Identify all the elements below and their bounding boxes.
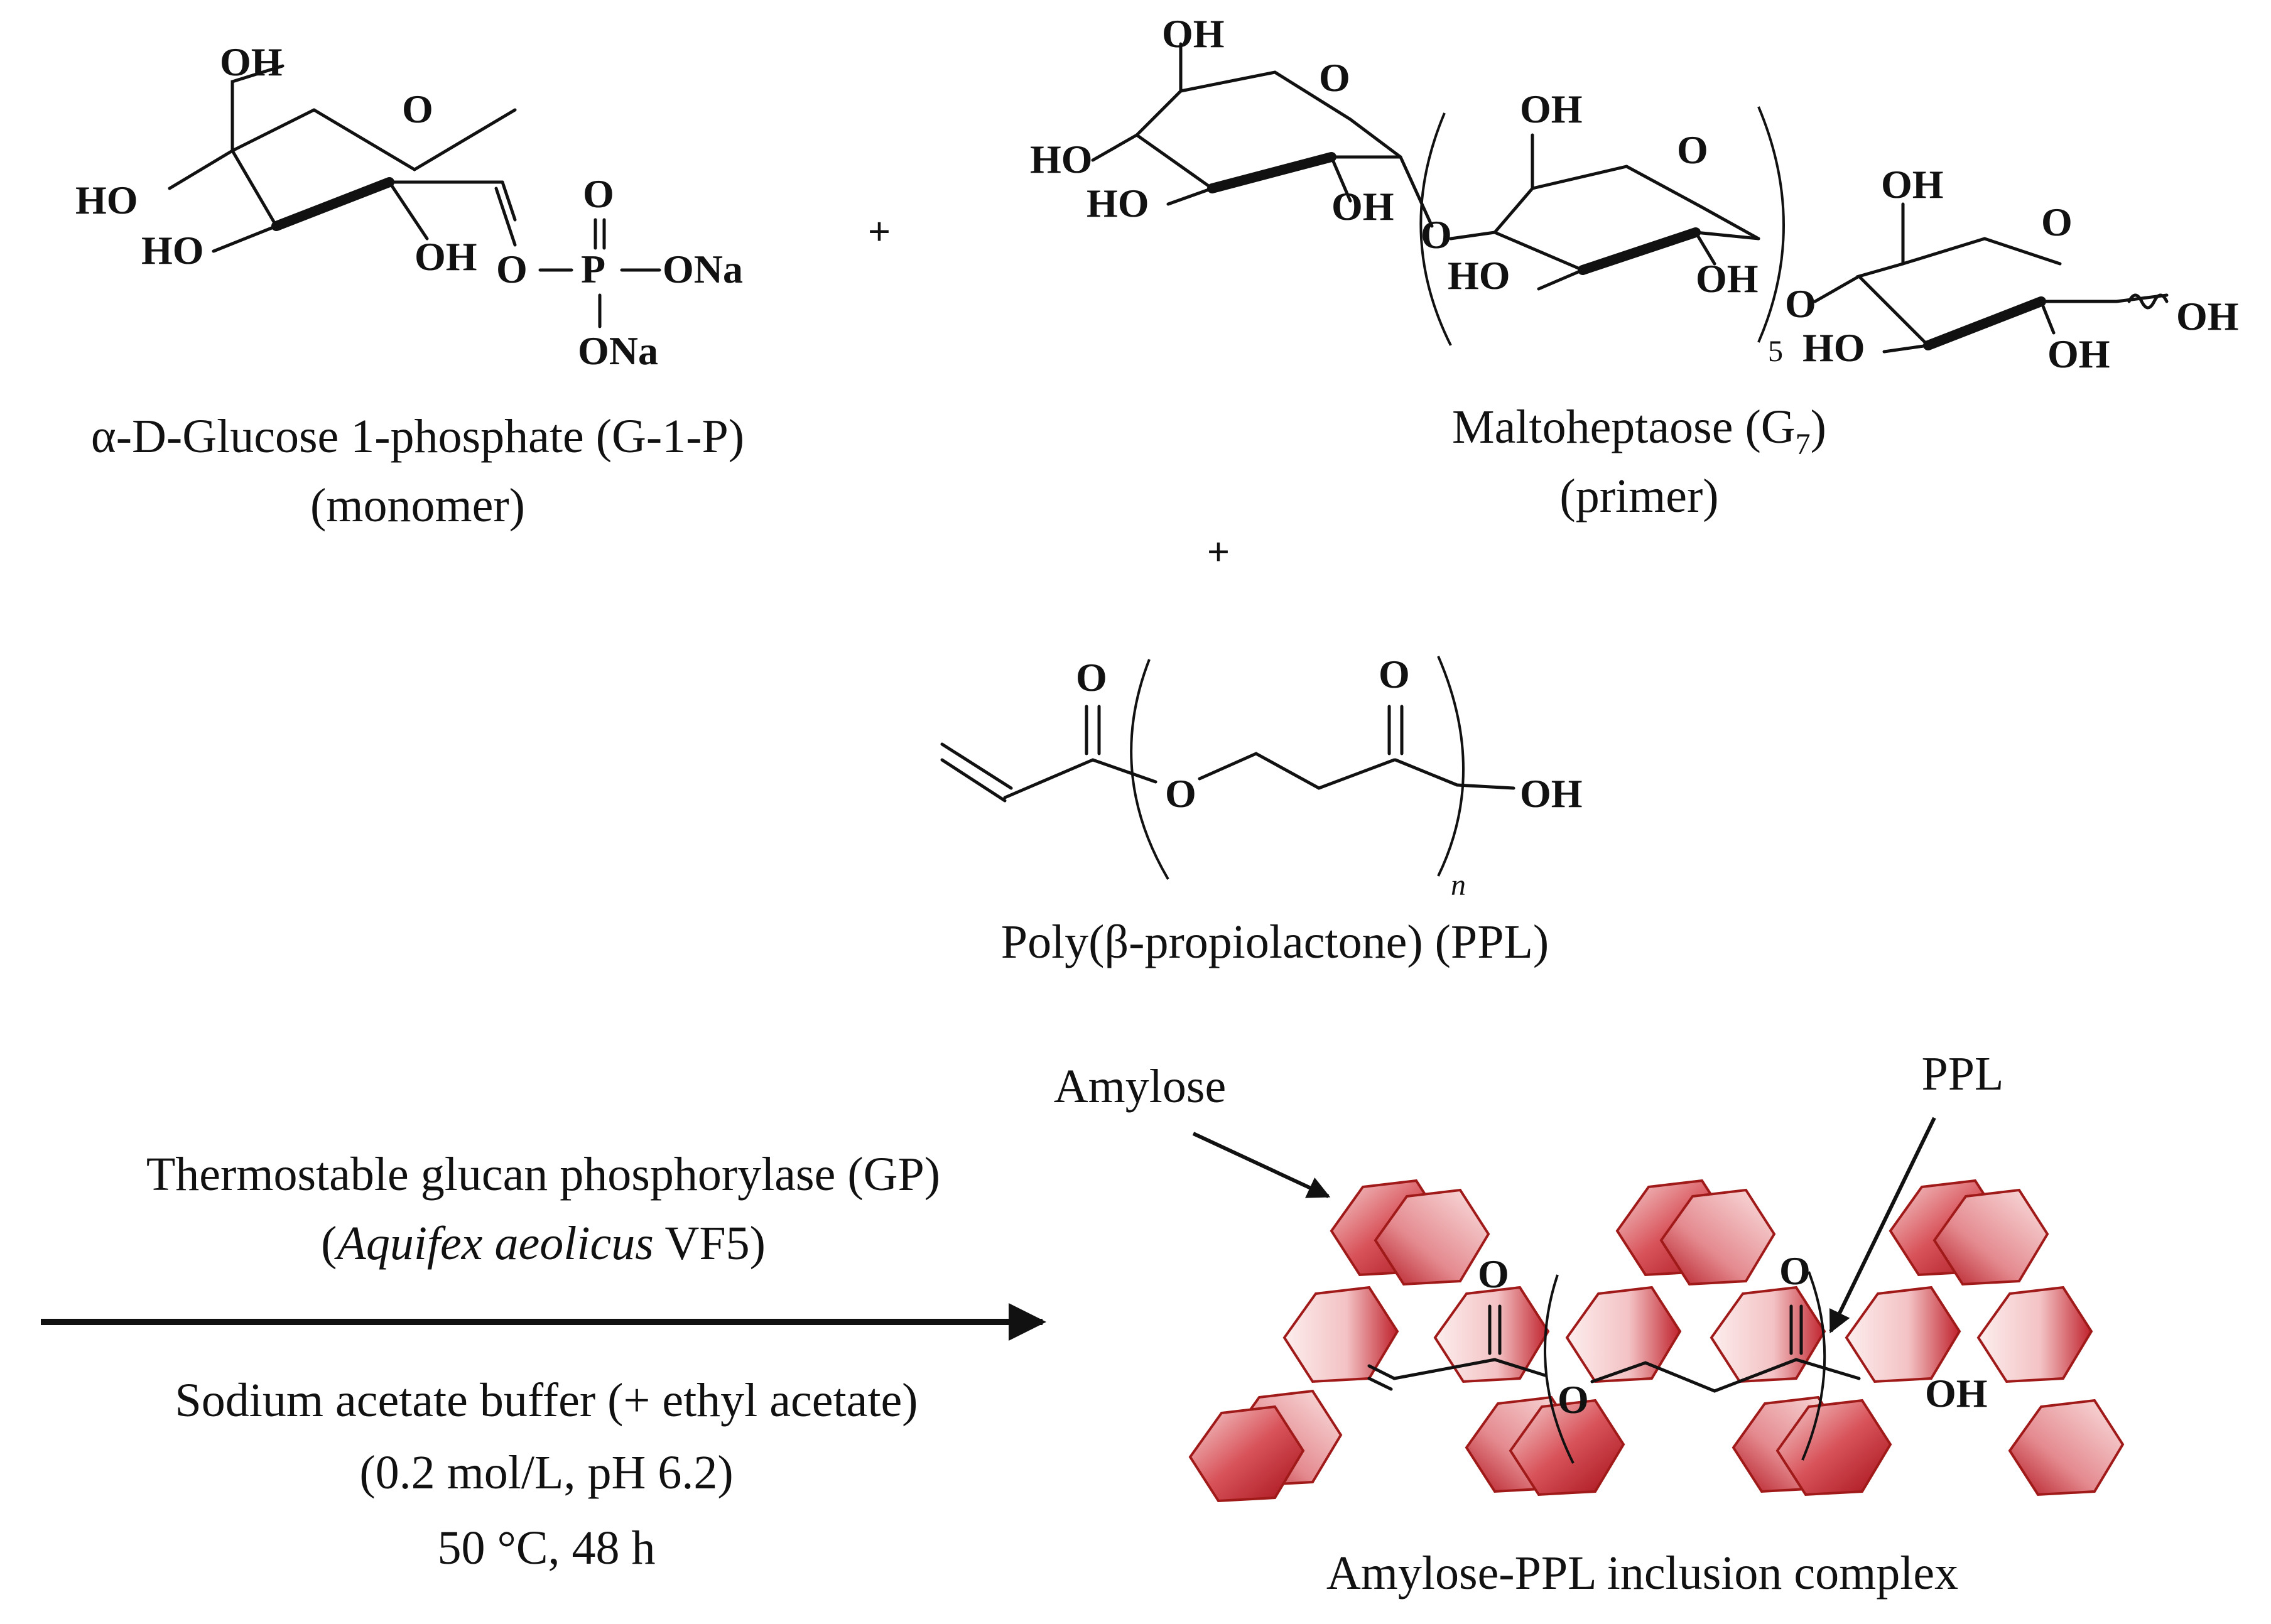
glucose-unit	[1845, 1286, 1961, 1383]
monomer-o-double: O	[583, 171, 614, 216]
monomer-ring-o: O	[402, 87, 433, 131]
primer-r1-oh-top: OH	[1162, 11, 1225, 56]
temperature-time: 50 °C, 48 h	[437, 1522, 655, 1574]
ppl-o-ester: O	[1165, 771, 1196, 816]
primer-r2-ring-o: O	[1677, 127, 1708, 172]
primer-structure: OH O HO HO OH O 5 OH O HO OH O OH	[1030, 11, 2239, 522]
glucose-unit	[1775, 1399, 1892, 1497]
monomer-role: (monomer)	[310, 479, 525, 532]
primer-r3-oh-anomeric: OH	[2176, 294, 2239, 338]
primer-r2-oh-top: OH	[1520, 87, 1583, 131]
ppl-structure: O O O OH n Poly(β-propiolactone) (PPL)	[940, 652, 1583, 968]
monomer-o-link: O	[496, 247, 528, 291]
plus-sign-2: +	[1207, 529, 1230, 574]
primer-r3-oh-top: OH	[1881, 162, 1944, 207]
enzyme-name: Thermostable glucan phosphorylase (GP)	[146, 1148, 940, 1201]
complex-oh: OH	[1925, 1371, 1988, 1416]
threaded-ppl-chain: O O O OH	[1367, 1248, 1988, 1464]
glucose-unit	[1282, 1286, 1399, 1383]
reaction-conditions: Thermostable glucan phosphorylase (GP) (…	[41, 1148, 1046, 1574]
ppl-oh-end: OH	[1520, 771, 1583, 816]
primer-r1-ho-left: HO	[1030, 137, 1093, 181]
glucose-unit	[1433, 1286, 1550, 1383]
complex-o-3: O	[1779, 1248, 1811, 1293]
primer-r1-ho-bottom: HO	[1087, 181, 1149, 225]
glucose-unit	[1565, 1286, 1682, 1383]
monomer-ona-bottom: ONa	[578, 328, 658, 373]
primer-r2-oh-c2: OH	[1696, 256, 1759, 301]
ppl-o-carbonyl-1: O	[1076, 655, 1107, 700]
enzyme-source: (Aquifex aeolicus VF5)	[321, 1217, 766, 1270]
monomer-ho-bottom: HO	[141, 228, 204, 273]
amylose-pointer	[1192, 1132, 1331, 1198]
amylose-helix	[1188, 1179, 2125, 1503]
glucose-unit	[1374, 1188, 1490, 1286]
primer-r1-ring-o: O	[1319, 55, 1350, 100]
plus-sign-1: +	[868, 209, 891, 254]
monomer-p: P	[581, 247, 605, 291]
ppl-name: Poly(β-propiolactone) (PPL)	[1001, 916, 1549, 968]
complex-o-2: O	[1558, 1377, 1589, 1422]
glucose-unit	[1659, 1188, 1776, 1286]
complex-o-1: O	[1478, 1252, 1509, 1296]
monomer-ho-left: HO	[75, 178, 138, 222]
primer-r3-oh-c2: OH	[2047, 332, 2110, 376]
primer-name: Maltoheptaose (G7)	[1452, 401, 1826, 461]
glucose-unit	[1188, 1405, 1305, 1503]
glucose-unit	[1710, 1286, 1826, 1383]
buffer-detail: (0.2 mol/L, pH 6.2)	[359, 1446, 733, 1499]
primer-r2-ho-bottom: HO	[1448, 253, 1510, 298]
monomer-oh-c2: OH	[415, 234, 477, 279]
glucose-unit	[1976, 1286, 2093, 1383]
primer-r3-ring-o: O	[2041, 200, 2073, 244]
primer-link2-o: O	[1785, 281, 1816, 326]
glucose-unit	[1932, 1188, 2049, 1286]
callout-amylose: Amylose	[1054, 1060, 1226, 1113]
ppl-repeat-symbol: n	[1451, 869, 1466, 902]
product-name: Amylose-PPL inclusion complex	[1326, 1547, 1958, 1600]
primer-role: (primer)	[1559, 470, 1718, 522]
glucose-unit	[2008, 1399, 2125, 1497]
monomer-name: α-D-Glucose 1-phosphate (G-1-P)	[91, 410, 744, 463]
inclusion-complex: Amylose PPL	[1054, 1047, 2125, 1600]
primer-r3-ho-bottom: HO	[1802, 325, 1865, 370]
primer-r1-oh-c2: OH	[1331, 184, 1394, 229]
monomer-ona-right: ONa	[663, 247, 743, 291]
primer-repeat-count: 5	[1768, 335, 1783, 368]
primer-link1-o: O	[1421, 212, 1452, 257]
callout-ppl: PPL	[1922, 1047, 2004, 1100]
buffer-name: Sodium acetate buffer (+ ethyl acetate)	[175, 1374, 918, 1427]
monomer-oh-top: OH	[220, 40, 283, 84]
ppl-pointer	[1829, 1117, 1936, 1334]
ppl-o-carbonyl-2: O	[1379, 652, 1410, 696]
monomer-structure: OH O HO HO OH O P O ONa ONa α-D-Glucose …	[75, 40, 744, 532]
